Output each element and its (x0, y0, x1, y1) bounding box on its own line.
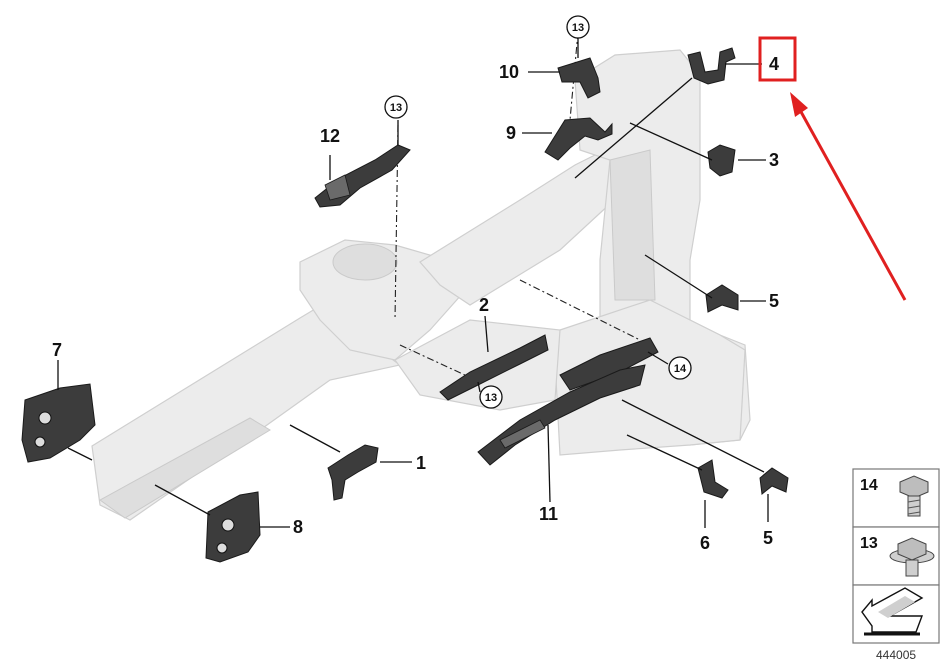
svg-text:13: 13 (572, 22, 584, 34)
legend-label-14: 14 (860, 477, 878, 494)
callout-11: 11 (539, 504, 558, 524)
part-2-bracket (439, 334, 549, 401)
part-7-plate (21, 383, 96, 463)
body-frame (91, 49, 751, 521)
circled-ref-13-lower: 13 (479, 385, 503, 409)
direction-arrow-icon (861, 587, 924, 636)
part-4-bracket (687, 47, 736, 85)
callout-2: 2 (479, 295, 489, 315)
callout-6: 6 (700, 533, 710, 553)
leader-lines (57, 38, 769, 528)
callout-7: 7 (52, 340, 62, 360)
callout-9: 9 (506, 123, 516, 143)
callout-12: 12 (320, 126, 340, 146)
legend-label-13: 13 (860, 535, 878, 552)
svg-text:14: 14 (674, 363, 687, 375)
part-8-plate (205, 491, 261, 563)
part-5-upper-clip (705, 284, 739, 313)
callout-3: 3 (769, 150, 779, 170)
callout-5-upper: 5 (769, 291, 779, 311)
callout-4: 4 (769, 54, 779, 74)
svg-text:13: 13 (485, 392, 497, 404)
legend: 14 13 (852, 468, 940, 644)
part-9-bracket (544, 117, 613, 161)
part-10-bracket (557, 57, 601, 99)
part-11-reinforcement (477, 364, 646, 466)
document-number: 444005 (876, 648, 916, 662)
circled-ref-13-left: 13 (384, 95, 408, 119)
part-5-lower-clip (759, 467, 789, 495)
collar-nut-icon (889, 537, 935, 577)
part-14-rail (559, 337, 659, 391)
highlight-box (758, 36, 797, 82)
callout-8: 8 (293, 517, 303, 537)
circled-ref-13-top: 13 (566, 15, 590, 39)
circled-refs: 13 13 13 14 (384, 15, 692, 409)
callout-10: 10 (499, 62, 519, 82)
part-6-bracket (697, 459, 729, 499)
callout-1: 1 (416, 453, 426, 473)
flange-bolt-icon (899, 475, 929, 517)
svg-text:13: 13 (390, 102, 402, 114)
callouts: 1 2 3 4 5 5 6 7 8 9 10 11 12 (52, 54, 779, 553)
part-12-bracket (314, 144, 411, 208)
red-arrow-icon (790, 92, 907, 301)
part-1-bracket (327, 444, 379, 501)
callout-5-lower: 5 (763, 528, 773, 548)
circled-ref-14: 14 (668, 356, 692, 380)
part-3-clip (707, 144, 736, 177)
